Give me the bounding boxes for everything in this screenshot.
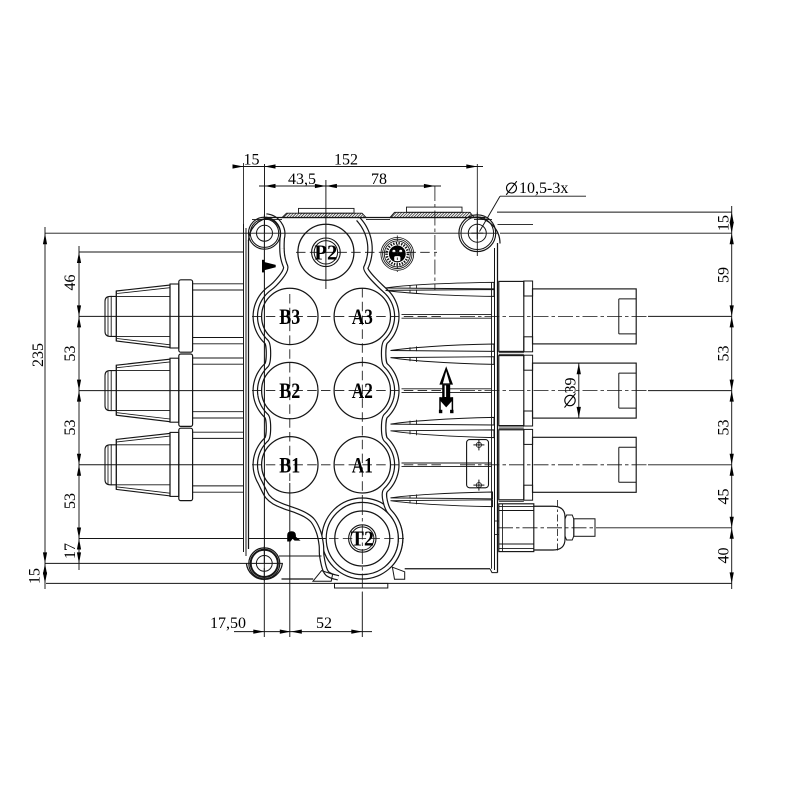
- svg-text:52: 52: [316, 615, 332, 632]
- svg-text:53: 53: [62, 346, 79, 362]
- svg-text:B1: B1: [279, 452, 300, 477]
- svg-text:53: 53: [62, 420, 79, 436]
- svg-text:46: 46: [62, 275, 79, 291]
- svg-text:43,5: 43,5: [288, 171, 316, 188]
- svg-text:A3: A3: [352, 304, 373, 329]
- svg-text:A1: A1: [352, 452, 373, 477]
- svg-text:53: 53: [715, 420, 732, 436]
- svg-text:39: 39: [563, 378, 580, 394]
- svg-text:10,5-3x: 10,5-3x: [519, 180, 568, 197]
- svg-text:40: 40: [715, 548, 732, 564]
- svg-text:T2: T2: [351, 527, 374, 551]
- svg-text:53: 53: [62, 493, 79, 509]
- svg-text:15: 15: [244, 151, 260, 168]
- svg-text:53: 53: [715, 346, 732, 362]
- svg-text:59: 59: [715, 267, 732, 283]
- svg-text:15: 15: [27, 568, 44, 584]
- svg-text:17: 17: [62, 543, 79, 559]
- svg-text:17,50: 17,50: [210, 615, 246, 632]
- svg-text:152: 152: [334, 151, 358, 168]
- svg-text:A2: A2: [352, 378, 373, 403]
- svg-text:78: 78: [371, 171, 387, 188]
- svg-text:45: 45: [715, 489, 732, 505]
- svg-text:235: 235: [30, 343, 47, 367]
- svg-text:B2: B2: [279, 378, 300, 403]
- svg-text:B3: B3: [279, 304, 300, 329]
- svg-text:P2: P2: [314, 240, 337, 264]
- svg-text:15: 15: [715, 215, 732, 231]
